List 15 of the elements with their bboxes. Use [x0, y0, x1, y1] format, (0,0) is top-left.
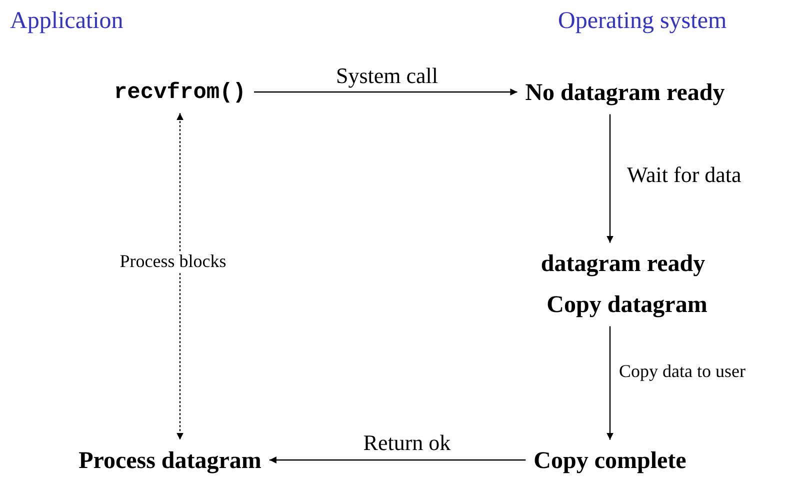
state-label: Copy datagram	[546, 292, 708, 318]
column-heading: Application	[10, 8, 124, 34]
state-label: Process datagram	[78, 448, 262, 474]
arrow	[254, 88, 518, 96]
arrow	[606, 114, 614, 243]
dotted-arrow	[176, 113, 184, 440]
state-label: Copy complete	[534, 448, 686, 474]
column-heading: Operating system	[558, 8, 727, 34]
function-call-label: recvfrom()	[114, 80, 246, 106]
state-label: No datagram ready	[525, 80, 725, 106]
edge-label: Process blocks	[120, 252, 226, 272]
edge-label: Copy data to user	[619, 362, 746, 382]
arrow	[269, 456, 526, 464]
state-label: datagram ready	[540, 250, 706, 278]
arrow	[606, 326, 614, 440]
